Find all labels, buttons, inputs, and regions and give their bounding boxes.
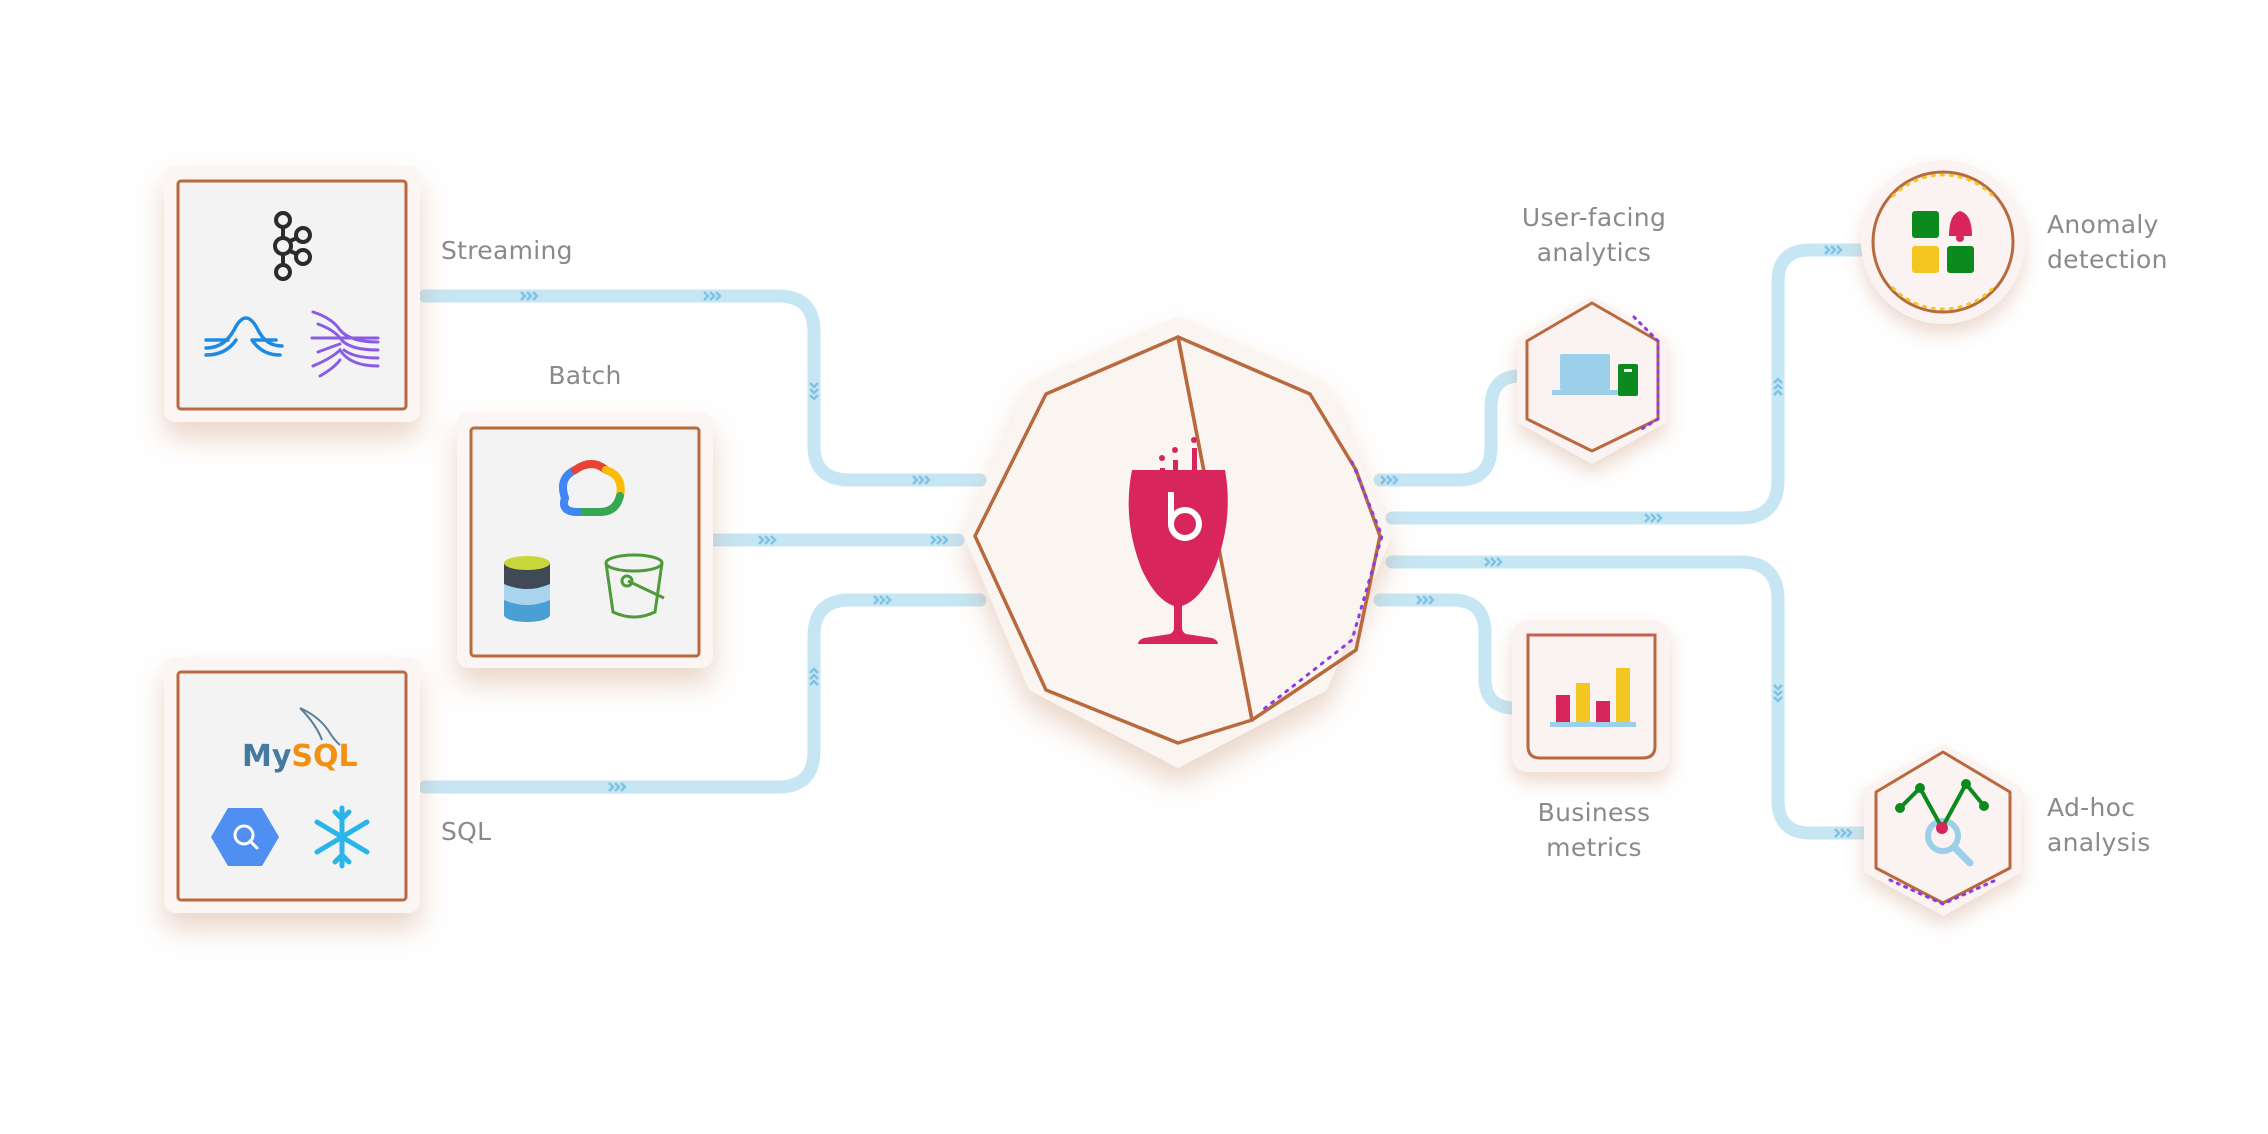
central-hub [964,316,1392,768]
alert-grid-icon [1912,211,1974,273]
google-cloud-icon [559,460,625,516]
business-metrics-line-1: Business [1537,798,1651,827]
pipe-adhoc [1385,555,1877,840]
business-metrics-line-2: metrics [1546,833,1642,862]
laptop-mobile-icon [1552,354,1638,396]
pipe-business [1373,593,1522,715]
mysql-text: SQL [291,739,357,774]
anomaly-detection-label: Anomaly detection [2047,207,2168,277]
pinot-wine-glass-icon [1128,437,1228,644]
pipe-streaming [418,289,987,487]
adhoc-analysis-line-2: analysis [2047,828,2151,857]
adhoc-analysis-node [1864,744,2022,916]
hub-dotted-accent [1258,460,1384,714]
user-facing-analytics-node [1517,296,1667,464]
anomaly-detection-line-1: Anomaly [2047,210,2159,239]
bar-chart-icon [1550,668,1636,727]
business-metrics-label: Business metrics [1538,795,1651,865]
mysql-icon: MySQL [242,707,358,774]
anomaly-detection-line-2: detection [2047,245,2168,274]
user-facing-analytics-line-2: analytics [1536,238,1652,267]
pipe-sql [418,593,987,794]
kinesis-icon [204,316,284,357]
streaming-label: Streaming [441,236,573,265]
user-facing-analytics-line-1: User-facing [1521,203,1667,232]
svg-text:MySQL: MySQL [242,739,358,774]
pipe-user-facing [1373,369,1527,487]
snowflake-icon [314,805,370,869]
streaming-sources-card [164,166,420,422]
kafka-icon [273,211,312,281]
sql-label: SQL [441,817,492,846]
adhoc-analysis-line-1: Ad-hoc [2047,793,2136,822]
anomaly-detection-node [1861,160,2025,324]
business-metrics-node [1512,620,1670,772]
magnifier-chart-icon [1895,779,1989,867]
pipes [418,243,1877,840]
pulsar-icon [310,310,380,378]
s3-bucket-icon [604,553,665,619]
adhoc-analysis-label: Ad-hoc analysis [2047,790,2151,860]
batch-label: Batch [548,361,622,390]
bigquery-icon [211,808,279,866]
sql-sources-card: MySQL [164,657,420,913]
batch-sources-card [457,412,713,668]
delta-lake-icon [504,556,550,622]
pipe-anomaly [1385,243,1867,525]
user-facing-analytics-label: User-facing analytics [1522,200,1666,270]
